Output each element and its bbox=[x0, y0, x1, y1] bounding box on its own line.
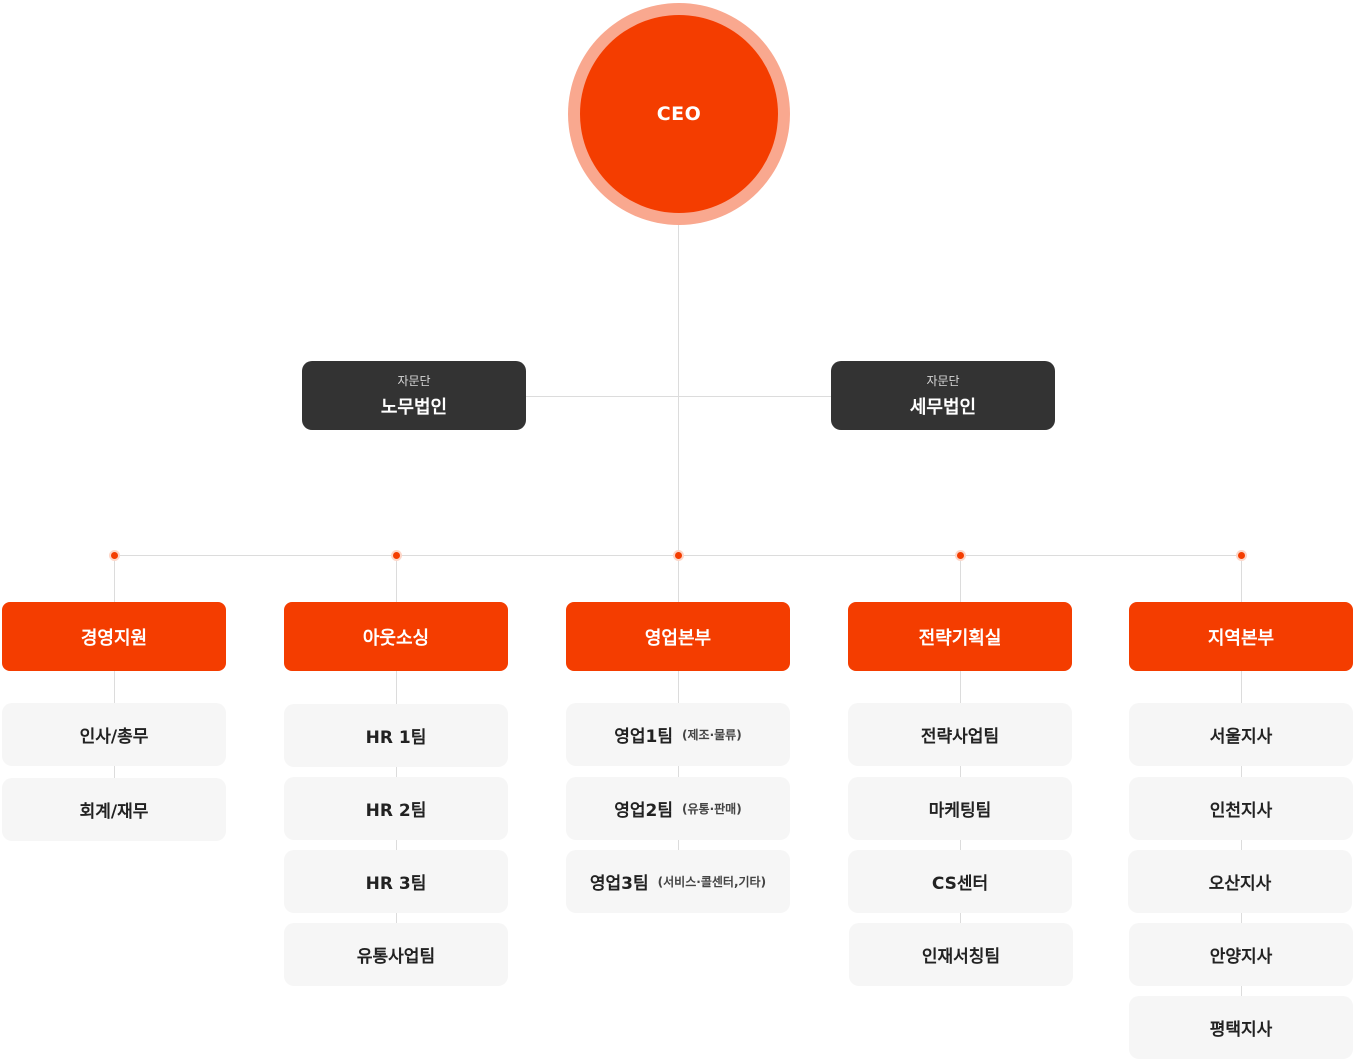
ceo-node: CEO bbox=[580, 15, 778, 213]
dept-label: 지역본부 bbox=[1207, 627, 1275, 649]
dept-outsourcing: 아웃소싱 bbox=[284, 602, 508, 671]
team-label: 회계/재무 bbox=[79, 802, 149, 822]
advisor-name: 노무법인 bbox=[380, 397, 448, 418]
team-box: 마케팅팀 bbox=[848, 777, 1072, 840]
connector-dept-2 bbox=[396, 555, 397, 986]
team-label: 영업1팀 bbox=[614, 727, 674, 747]
team-box: 유통사업팀 bbox=[284, 923, 508, 986]
dept-sales-headquarters: 영업본부 bbox=[566, 602, 790, 671]
dept-label: 아웃소싱 bbox=[362, 627, 430, 649]
team-label: 오산지사 bbox=[1208, 874, 1272, 894]
advisor-sub-label: 자문단 bbox=[926, 374, 960, 388]
ceo-label: CEO bbox=[656, 103, 702, 125]
team-label: HR 3팀 bbox=[365, 874, 427, 894]
team-label: 인사/총무 bbox=[79, 727, 149, 747]
junction-dot-1 bbox=[111, 552, 118, 559]
team-label: 평택지사 bbox=[1209, 1020, 1273, 1040]
junction-dot-5 bbox=[1238, 552, 1245, 559]
team-label: 영업2팀 bbox=[614, 801, 674, 821]
team-box: 영업2팀 (유통·판매) bbox=[566, 777, 790, 840]
dept-label: 경영지원 bbox=[80, 627, 148, 649]
team-label: CS센터 bbox=[931, 874, 989, 894]
team-box: 영업3팀 (서비스·콜센터,기타) bbox=[566, 850, 790, 913]
advisor-name: 세무법인 bbox=[909, 397, 977, 418]
connector-ceo-trunk bbox=[678, 222, 679, 556]
team-label: 영업3팀 bbox=[589, 874, 649, 894]
team-label: 안양지사 bbox=[1209, 947, 1273, 967]
team-label: HR 1팀 bbox=[365, 728, 427, 748]
team-label: HR 2팀 bbox=[365, 801, 427, 821]
team-box: 평택지사 bbox=[1129, 996, 1353, 1059]
team-box: 회계/재무 bbox=[2, 778, 226, 841]
team-label: 전략사업팀 bbox=[920, 727, 1000, 747]
team-box: 인천지사 bbox=[1129, 777, 1353, 840]
dept-strategy-planning: 전략기획실 bbox=[848, 602, 1072, 671]
team-box: 영업1팀 (제조·물류) bbox=[566, 703, 790, 766]
junction-dot-4 bbox=[957, 552, 964, 559]
team-label: 유통사업팀 bbox=[356, 947, 436, 967]
advisor-labor-law-firm: 자문단 노무법인 bbox=[302, 361, 526, 430]
team-box: 안양지사 bbox=[1129, 923, 1353, 986]
team-box: 인재서칭팀 bbox=[849, 923, 1073, 986]
team-box: 서울지사 bbox=[1129, 703, 1353, 766]
connector-dept-4 bbox=[960, 555, 961, 986]
dept-management-support: 경영지원 bbox=[2, 602, 226, 671]
team-label: 서울지사 bbox=[1209, 727, 1273, 747]
team-box: 인사/총무 bbox=[2, 703, 226, 766]
connector-dept-1 bbox=[114, 555, 115, 841]
junction-dot-2 bbox=[393, 552, 400, 559]
advisor-tax-firm: 자문단 세무법인 bbox=[831, 361, 1055, 430]
team-label: 마케팅팀 bbox=[928, 801, 992, 821]
dept-regional-headquarters: 지역본부 bbox=[1129, 602, 1353, 671]
team-box: 오산지사 bbox=[1128, 850, 1352, 913]
dept-label: 전략기획실 bbox=[918, 627, 1002, 649]
team-label: 인천지사 bbox=[1209, 801, 1273, 821]
team-note: (유통·판매) bbox=[682, 802, 742, 816]
advisor-sub-label: 자문단 bbox=[397, 374, 431, 388]
team-note: (제조·물류) bbox=[682, 728, 742, 742]
dept-label: 영업본부 bbox=[644, 627, 712, 649]
team-label: 인재서칭팀 bbox=[921, 947, 1001, 967]
team-box: HR 2팀 bbox=[284, 777, 508, 840]
junction-dot-3 bbox=[675, 552, 682, 559]
team-box: HR 3팀 bbox=[284, 850, 508, 913]
team-box: 전략사업팀 bbox=[848, 703, 1072, 766]
connector-advisors bbox=[526, 396, 831, 397]
team-box: CS센터 bbox=[848, 850, 1072, 913]
team-box: HR 1팀 bbox=[284, 704, 508, 767]
team-note: (서비스·콜센터,기타) bbox=[657, 875, 767, 889]
